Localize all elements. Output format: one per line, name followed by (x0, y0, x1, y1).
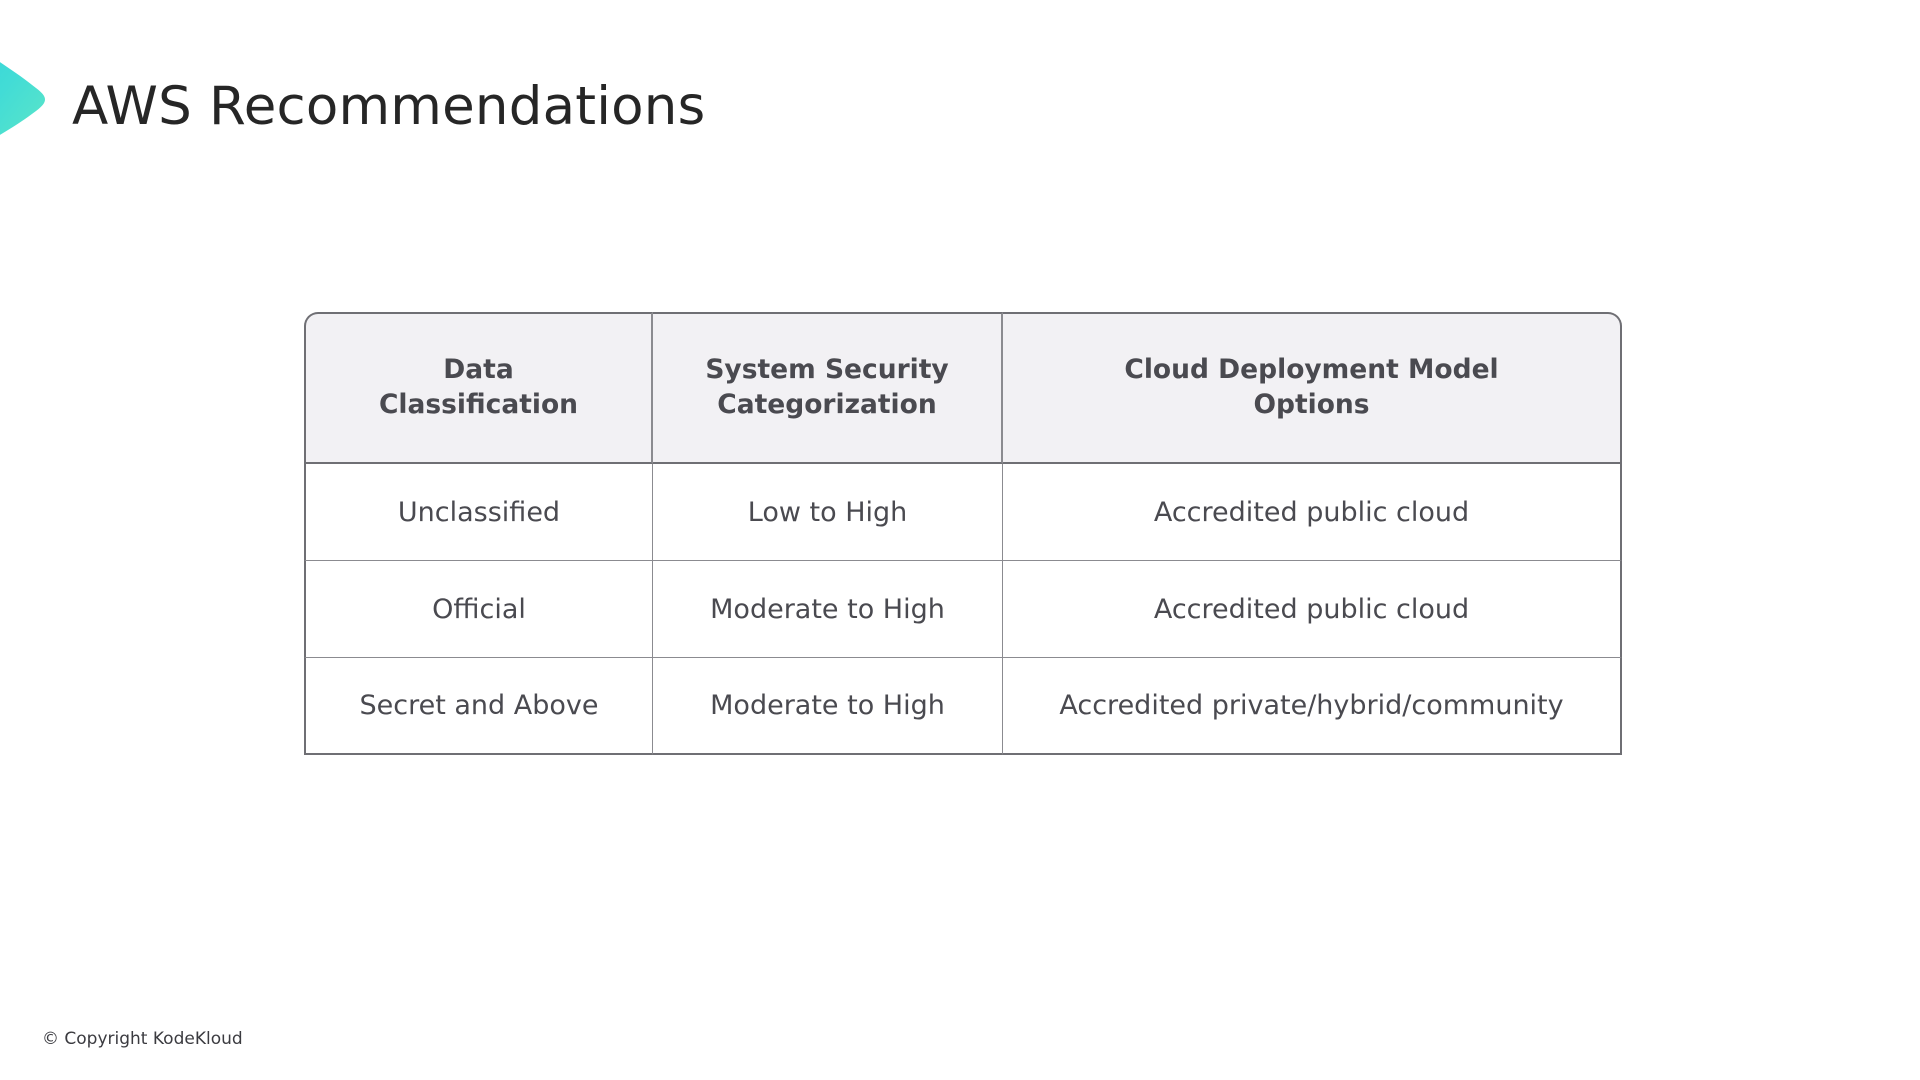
cell-system-security-categorization: Moderate to High (653, 561, 1003, 658)
column-header-line-2: Classification (378, 389, 579, 420)
aws-recommendations-table-wrapper: Data Classification System Security Cate… (304, 312, 1622, 755)
copyright-notice: © Copyright KodeKloud (42, 1029, 243, 1049)
column-header-line-2: Options (1253, 389, 1370, 420)
table-header: Data Classification System Security Cate… (304, 312, 1622, 464)
cell-cloud-deployment-model-options: Accredited private/hybrid/community (1003, 658, 1622, 755)
cell-system-security-categorization: Low to High (653, 464, 1003, 561)
table-header-row: Data Classification System Security Cate… (304, 312, 1622, 464)
aws-recommendations-table: Data Classification System Security Cate… (304, 312, 1622, 755)
cell-data-classification: Secret and Above (304, 658, 653, 755)
cell-data-classification: Unclassified (304, 464, 653, 561)
chevron-right-mark-icon (0, 62, 45, 135)
table-row: Secret and Above Moderate to High Accred… (304, 658, 1622, 755)
column-header-line-1: System Security (705, 353, 949, 385)
column-header-line-2: Categorization (717, 389, 937, 420)
cell-cloud-deployment-model-options: Accredited public cloud (1003, 464, 1622, 561)
cell-cloud-deployment-model-options: Accredited public cloud (1003, 561, 1622, 658)
cell-data-classification: Official (304, 561, 653, 658)
column-header-line-1: Cloud Deployment Model (1124, 353, 1499, 385)
column-header-data-classification: Data Classification (304, 312, 653, 464)
table-row: Official Moderate to High Accredited pub… (304, 561, 1622, 658)
column-header-cloud-deployment-model-options: Cloud Deployment Model Options (1003, 312, 1622, 464)
column-header-line-1: Data (443, 353, 514, 385)
column-header-system-security-categorization: System Security Categorization (653, 312, 1003, 464)
table-row: Unclassified Low to High Accredited publ… (304, 464, 1622, 561)
table-body: Unclassified Low to High Accredited publ… (304, 464, 1622, 755)
page-title: AWS Recommendations (72, 76, 706, 137)
cell-system-security-categorization: Moderate to High (653, 658, 1003, 755)
